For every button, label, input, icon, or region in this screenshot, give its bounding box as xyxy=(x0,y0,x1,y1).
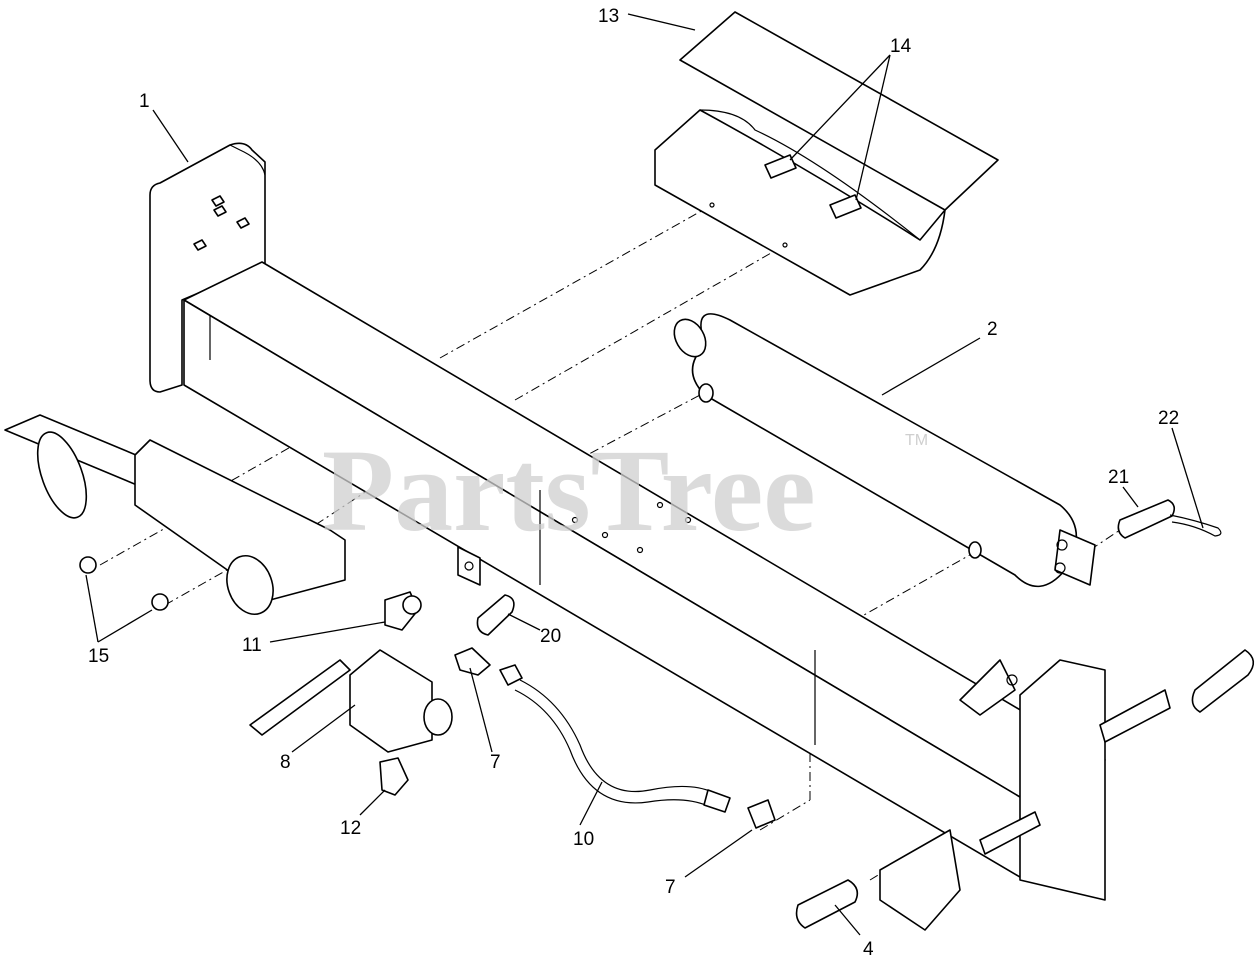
callout-20: 20 xyxy=(540,626,561,647)
callout-10: 10 xyxy=(573,829,594,850)
callouts: 1 13 14 2 22 21 15 11 20 8 12 7 10 7 4 xyxy=(88,6,1179,960)
elbow-fitting-upper xyxy=(454,647,491,676)
elbow-fitting-lower xyxy=(747,799,776,829)
hairpin-clip xyxy=(1169,514,1222,537)
leader-lines xyxy=(85,13,1204,936)
callout-12: 12 xyxy=(340,818,361,839)
left-tray xyxy=(4,414,346,615)
svg-text:PartsTree: PartsTree xyxy=(322,425,816,556)
tray-bolts xyxy=(764,154,862,219)
svg-text:TM: TM xyxy=(905,432,928,449)
callout-4: 4 xyxy=(863,939,874,960)
hydraulic-hose xyxy=(499,664,731,813)
clevis-pin xyxy=(1117,499,1176,539)
callout-13: 13 xyxy=(598,6,619,27)
callout-2: 2 xyxy=(987,319,998,340)
callout-7-lower: 7 xyxy=(665,877,676,898)
spacer-tube xyxy=(476,594,515,636)
callout-15: 15 xyxy=(88,646,109,667)
control-valve xyxy=(249,591,453,796)
callout-22: 22 xyxy=(1158,408,1179,429)
hydraulic-cylinder xyxy=(673,313,1096,588)
upper-tray xyxy=(654,11,999,296)
nuts xyxy=(79,556,169,611)
callout-1: 1 xyxy=(139,91,150,112)
callout-7-upper: 7 xyxy=(490,752,501,773)
callout-21: 21 xyxy=(1108,467,1129,488)
right-mount-bracket xyxy=(795,649,1255,931)
callout-8: 8 xyxy=(280,752,291,773)
square-plate xyxy=(457,546,481,586)
callout-14: 14 xyxy=(890,36,912,57)
watermark: PartsTree TM xyxy=(322,425,928,556)
callout-11: 11 xyxy=(242,635,262,656)
